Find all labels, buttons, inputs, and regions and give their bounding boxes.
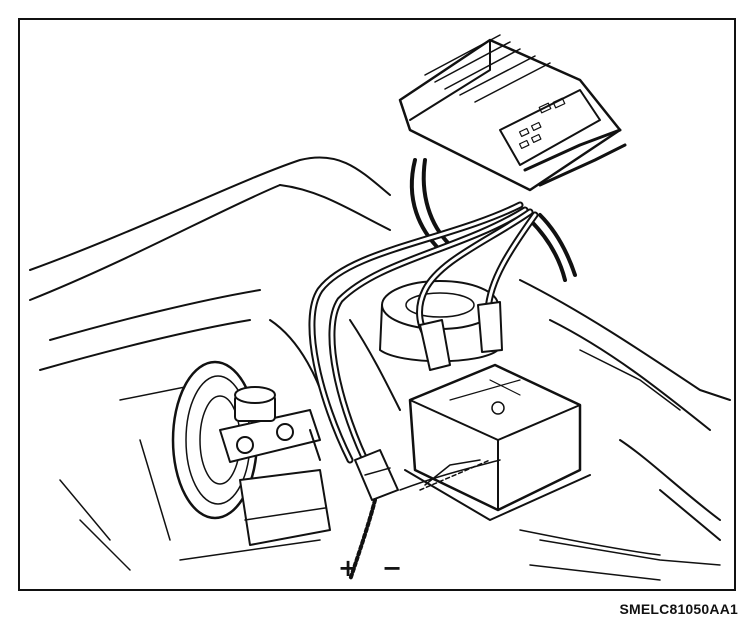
positive-terminal-label: + xyxy=(338,554,359,582)
clamp-positive xyxy=(354,449,399,501)
negative-terminal-label: − xyxy=(382,554,403,582)
washer-reservoir xyxy=(239,469,331,546)
clamp-battery-post xyxy=(477,301,503,353)
ground-wire xyxy=(348,459,501,582)
illustration-frame: + − xyxy=(18,18,736,591)
engine-bay-lines xyxy=(79,519,661,571)
hood-panel xyxy=(29,156,391,371)
right-fender xyxy=(519,279,731,581)
battery xyxy=(408,363,582,512)
battery-charger xyxy=(398,34,627,282)
figure-code: SMELC81050AA1 xyxy=(619,601,738,617)
master-cylinder xyxy=(219,386,321,463)
battery-charger-hookup-drawing xyxy=(29,34,731,582)
clamp-negative-strut xyxy=(419,319,451,371)
